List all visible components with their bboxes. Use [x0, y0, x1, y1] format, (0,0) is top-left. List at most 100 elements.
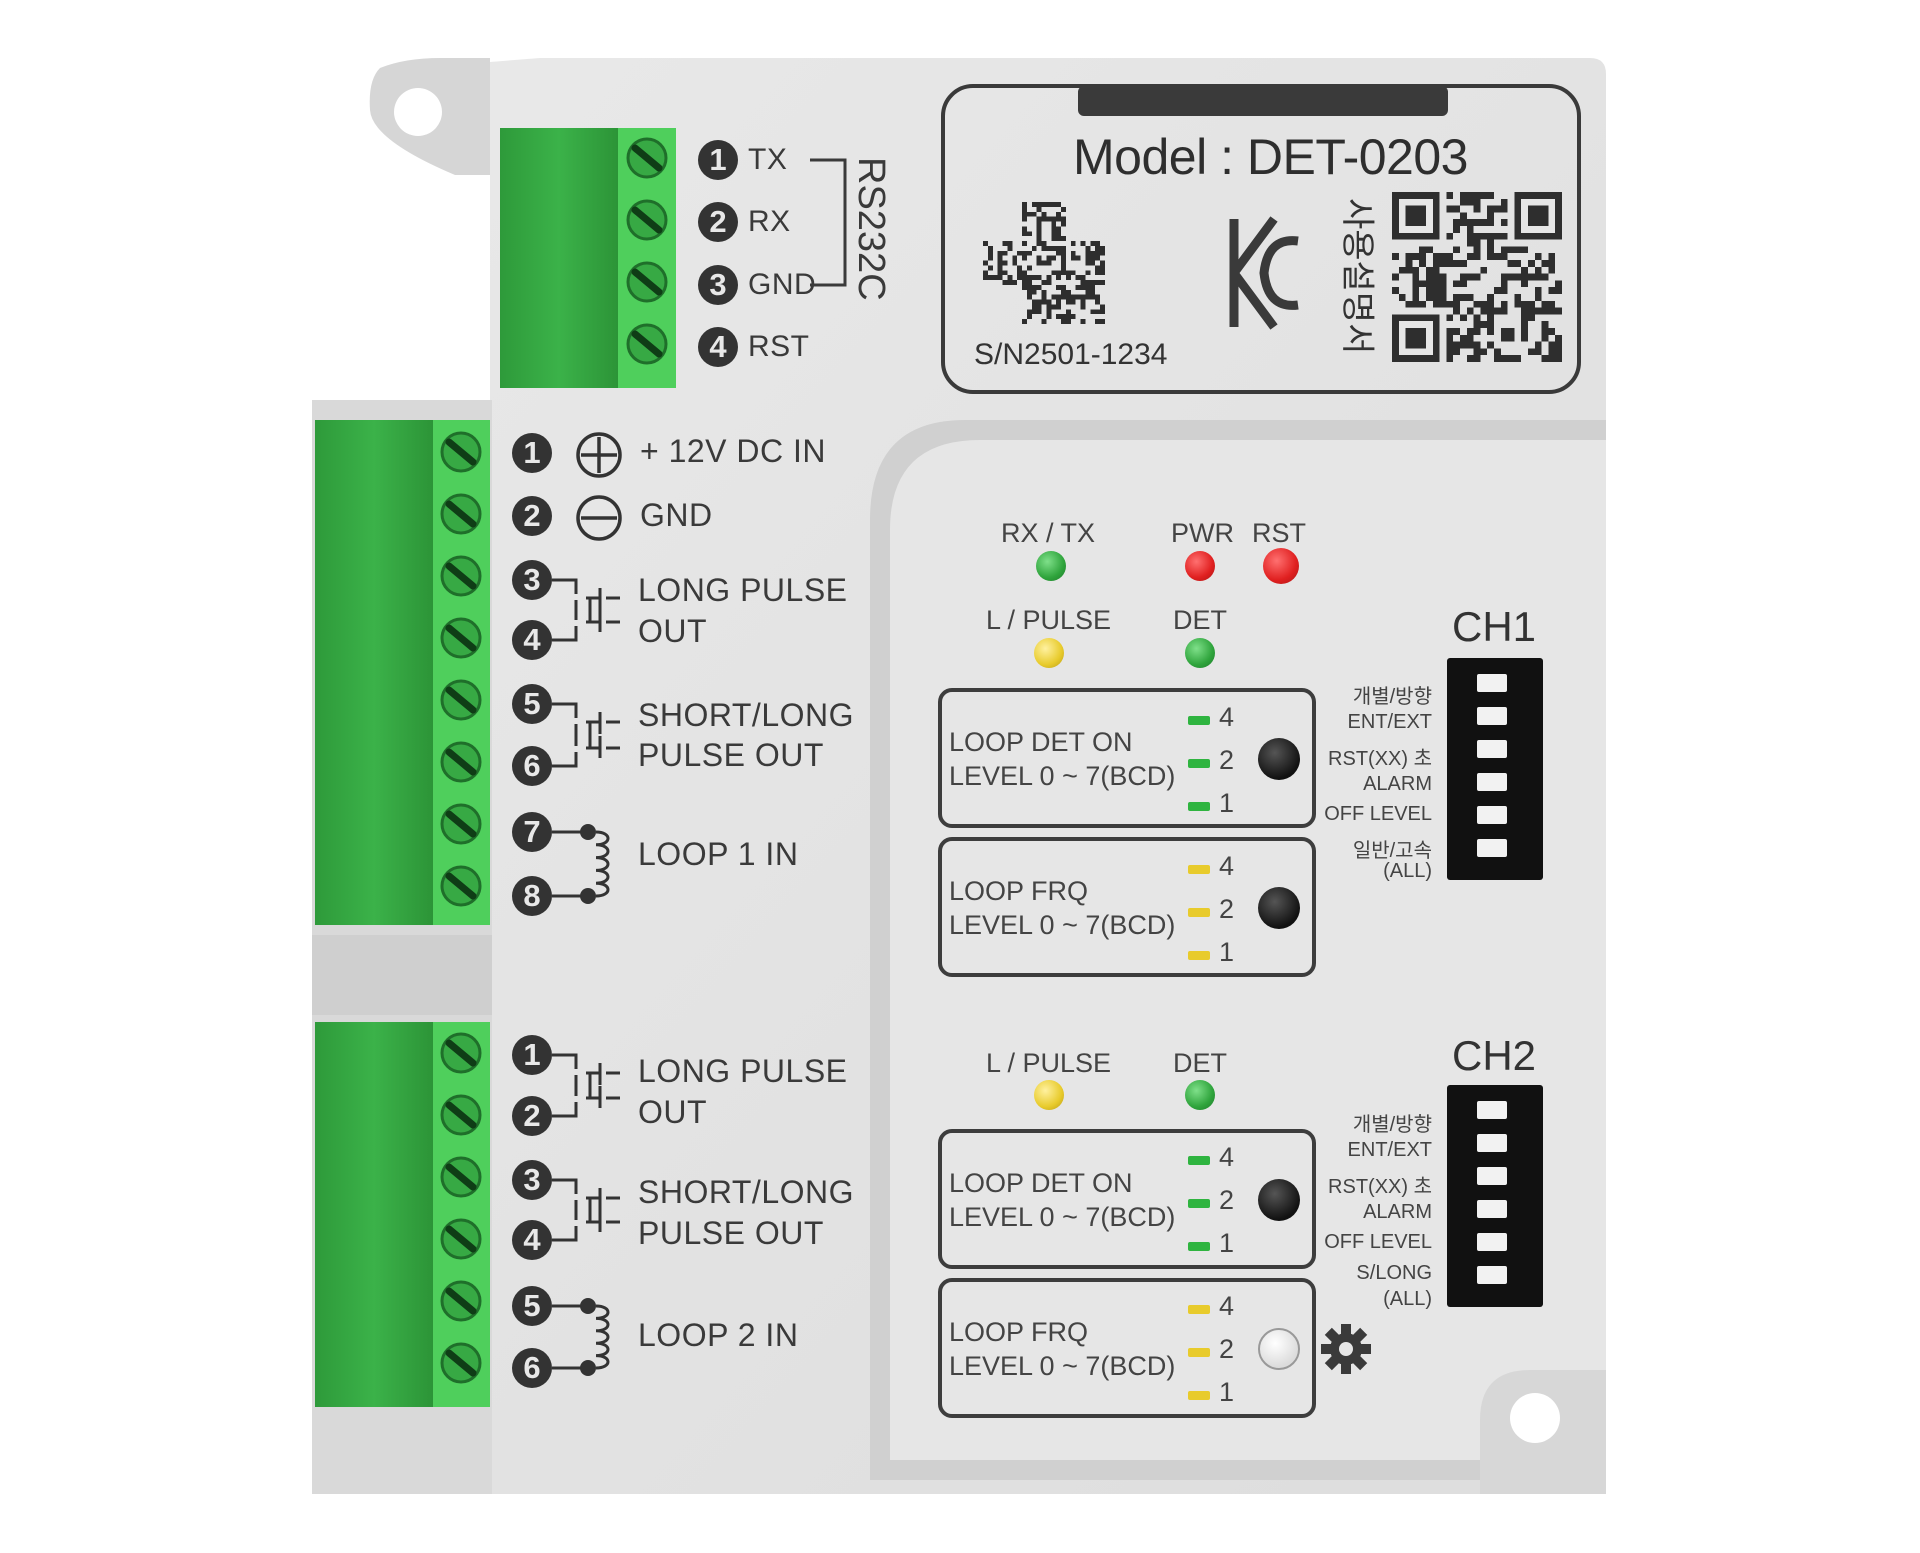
screw-icon[interactable]: [439, 740, 483, 784]
ch1-dip-switch-4[interactable]: [1477, 773, 1507, 791]
bottom-pin-6-badge: 6: [512, 1348, 552, 1388]
bottom-pin-4-badge: 4: [512, 1220, 552, 1260]
top-pin-6-badge: 6: [512, 746, 552, 786]
ch2-loop-det-knob[interactable]: [1258, 1179, 1300, 1221]
top-pin-8-badge: 8: [512, 876, 552, 916]
ch2-frq-level-digit-4: 4: [1219, 1291, 1235, 1321]
rxtx-label: RX / TX: [1001, 518, 1096, 548]
ch2-dip-switch-1[interactable]: [1477, 1101, 1507, 1119]
screw-icon[interactable]: [439, 430, 483, 474]
screw-icon[interactable]: [439, 554, 483, 598]
ch1-dip-switch-2[interactable]: [1477, 707, 1507, 725]
bottom-pin-5-badge: 5: [512, 1286, 552, 1326]
ch2-loop-det-label-1: LOOP DET ON: [949, 1168, 1133, 1198]
ch2-det-level-digit-2: 2: [1219, 1185, 1235, 1215]
screw-icon[interactable]: [625, 198, 669, 242]
ch1-dip-label-3: RST(XX) 초: [1328, 748, 1432, 770]
ch1-dip-switch-1[interactable]: [1477, 674, 1507, 692]
model-label: Model : DET-0203: [1073, 129, 1468, 185]
ch1-dip-switch-3[interactable]: [1477, 740, 1507, 758]
screw-icon[interactable]: [439, 1279, 483, 1323]
ch1-frq-level-bar-1: [1188, 951, 1210, 960]
screw-icon[interactable]: [439, 1155, 483, 1199]
ch1-det-label: DET: [1173, 605, 1227, 635]
screw-icon[interactable]: [439, 1093, 483, 1137]
screw-icon[interactable]: [439, 802, 483, 846]
ch1-loop-frq-knob[interactable]: [1258, 887, 1300, 929]
ch2-dip-switch[interactable]: [1447, 1085, 1543, 1307]
ch1-det-level-bar-2: [1188, 759, 1210, 768]
ch2-det-level-digit-1: 1: [1219, 1228, 1235, 1258]
ch2-lpulse-label: L / PULSE: [986, 1048, 1112, 1078]
minus-icon: [576, 495, 622, 541]
top-pin-1-badge: 1: [512, 433, 552, 473]
ch2-dip-switch-6[interactable]: [1477, 1266, 1507, 1284]
loop-2-label: LOOP 2 IN: [638, 1317, 799, 1353]
screw-icon[interactable]: [625, 136, 669, 180]
ch2-lpulse-led: [1034, 1080, 1064, 1110]
bottom-long-pulse-label-2: OUT: [638, 1094, 708, 1130]
screw-icon[interactable]: [439, 492, 483, 536]
screw-icon[interactable]: [439, 1217, 483, 1261]
ch2-det-label: DET: [1173, 1048, 1227, 1078]
ch1-frq-level-digit-2: 2: [1219, 894, 1235, 924]
ch2-dip-label-1: 개별/방향: [1352, 1114, 1432, 1136]
ch2-frq-level-bar-1: [1188, 1391, 1210, 1400]
qr-code-serial: [983, 202, 1105, 324]
rs232c-pin-2-label: RX: [748, 205, 791, 238]
screw-icon[interactable]: [625, 322, 669, 366]
ch1-dip-label-1: 개별/방향: [1352, 686, 1432, 708]
ch2-dip-label-4: ALARM: [1363, 1201, 1432, 1223]
ch1-lpulse-label: L / PULSE: [986, 605, 1112, 635]
ch1-frq-level-digit-4: 4: [1219, 851, 1235, 881]
screw-icon[interactable]: [625, 260, 669, 304]
ch1-loop-det-knob[interactable]: [1258, 738, 1300, 780]
ch1-loop-frq-label-1: LOOP FRQ: [949, 876, 1089, 906]
pwr-label: PWR: [1171, 518, 1234, 548]
ch1-dip-switch[interactable]: [1447, 658, 1543, 880]
screw-icon[interactable]: [439, 678, 483, 722]
rs232c-pin-1-label: TX: [748, 143, 788, 176]
ch1-loop-det-box: [938, 688, 1316, 828]
bottom-short-long-label-2: PULSE OUT: [638, 1215, 824, 1251]
ch2-title: CH2: [1452, 1032, 1537, 1079]
rxtx-led: [1036, 551, 1066, 581]
ch1-frq-level-bar-2: [1188, 908, 1210, 917]
rst-button[interactable]: [1263, 548, 1299, 584]
ch1-dip-label-7: (ALL): [1383, 860, 1432, 882]
screw-icon[interactable]: [439, 1341, 483, 1385]
screw-icon[interactable]: [439, 1031, 483, 1075]
ch2-dip-switch-5[interactable]: [1477, 1233, 1507, 1251]
ch1-det-level-bar-4: [1188, 716, 1210, 725]
ch2-loop-frq-label-2: LEVEL 0 ~ 7(BCD): [949, 1351, 1176, 1381]
ch1-det-led: [1185, 638, 1215, 668]
ch2-dip-switch-4[interactable]: [1477, 1200, 1507, 1218]
ch1-det-level-digit-4: 4: [1219, 702, 1235, 732]
bottom-pin-3-badge: 3: [512, 1160, 552, 1200]
ch1-dip-switch-5[interactable]: [1477, 806, 1507, 824]
ch1-dip-label-6: 일반/고속: [1352, 840, 1432, 862]
ch2-loop-frq-knob[interactable]: [1258, 1328, 1300, 1370]
rs232c-title: RS232C: [850, 157, 892, 301]
ch1-lpulse-led: [1034, 638, 1064, 668]
ch2-det-level-bar-1: [1188, 1242, 1210, 1251]
top-long-pulse-label-1: LONG PULSE: [638, 572, 848, 608]
ch2-dip-label-3: RST(XX) 초: [1328, 1176, 1432, 1198]
ch1-frq-level-bar-4: [1188, 865, 1210, 874]
top-pin-7-badge: 7: [512, 812, 552, 852]
rs232c-pin-4-label: RST: [748, 330, 810, 363]
ch2-dip-switch-2[interactable]: [1477, 1134, 1507, 1152]
screw-icon[interactable]: [439, 616, 483, 660]
pwr-led: [1185, 551, 1215, 581]
serial-number: S/N2501-1234: [974, 338, 1168, 371]
ch2-frq-level-bar-2: [1188, 1348, 1210, 1357]
ch2-dip-switch-3[interactable]: [1477, 1167, 1507, 1185]
top-long-pulse-label-2: OUT: [638, 613, 708, 649]
ch1-dip-switch-6[interactable]: [1477, 839, 1507, 857]
qr-code-manual: [1392, 192, 1562, 362]
screw-icon[interactable]: [439, 864, 483, 908]
ch2-frq-level-bar-4: [1188, 1305, 1210, 1314]
ch2-det-level-bar-4: [1188, 1156, 1210, 1165]
